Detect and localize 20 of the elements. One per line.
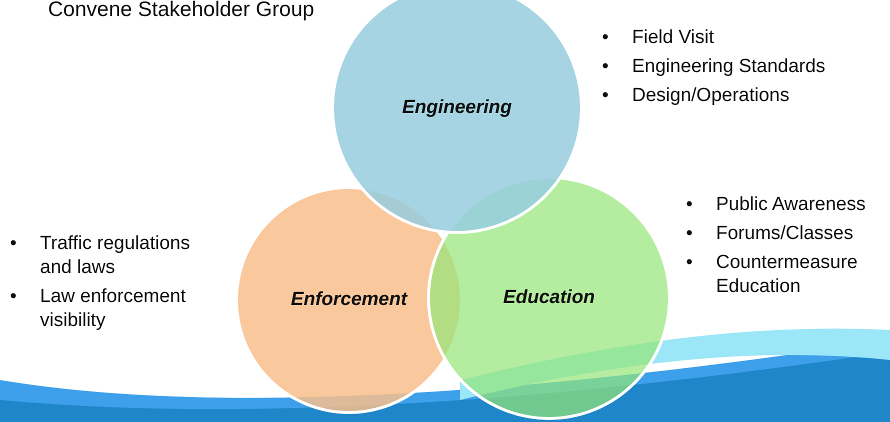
bullet-marker: • xyxy=(602,55,609,79)
bullet-text: Engineering Standards xyxy=(632,56,826,77)
circle-label: Education xyxy=(503,287,595,309)
bullet-marker: • xyxy=(686,251,693,275)
bullet-text: Countermeasure Education xyxy=(716,252,858,297)
bullet-text: Field Visit xyxy=(632,27,714,48)
bullet-marker: • xyxy=(602,26,609,50)
bullet-marker: • xyxy=(602,84,609,108)
bullet-marker: • xyxy=(686,193,693,217)
bullet-text: Public Awareness xyxy=(716,194,866,215)
bullet-text: Forums/Classes xyxy=(716,223,854,244)
bullet-text: Traffic regulations and laws xyxy=(40,233,190,278)
circle-label: Enforcement xyxy=(290,289,408,311)
bullet-text: Design/Operations xyxy=(632,85,790,106)
bullet-text: Law enforcement visibility xyxy=(40,286,186,331)
bullet-marker: • xyxy=(10,232,17,256)
circle-label: Engineering xyxy=(402,97,512,119)
slide-title: Convene Stakeholder Group xyxy=(48,0,314,22)
bullet-marker: • xyxy=(686,222,693,246)
bullet-marker: • xyxy=(10,285,17,309)
